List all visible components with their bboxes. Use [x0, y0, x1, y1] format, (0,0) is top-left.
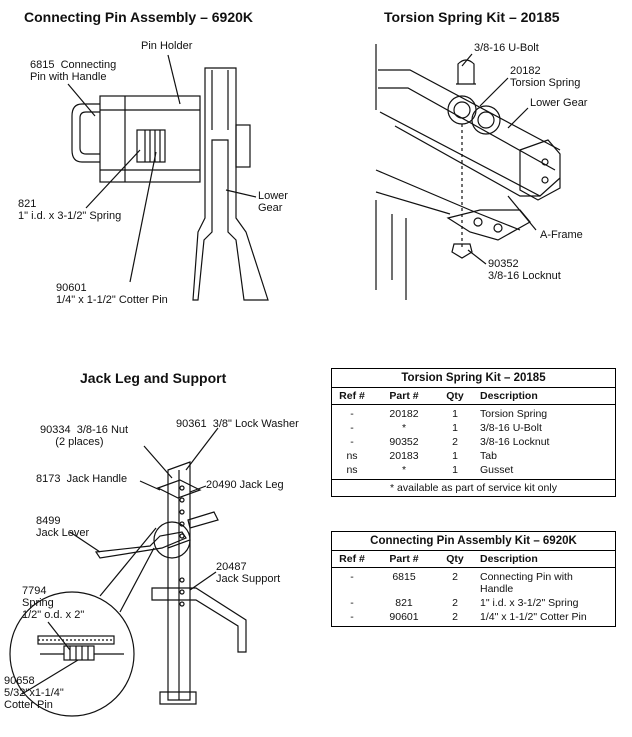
torsion-table-title: Torsion Spring Kit – 20185 — [332, 369, 615, 388]
connecting-table-title: Connecting Pin Assembly Kit – 6920K — [332, 532, 615, 551]
cell-description: Torsion Spring — [480, 408, 548, 420]
cotter-pin-90658-label: 90658 5/32"x1-1/4" Cotter Pin — [4, 675, 64, 711]
aframe-label: A-Frame — [540, 229, 583, 241]
cell-part: * — [401, 422, 407, 434]
cell-qty: 2 — [452, 597, 458, 609]
table-row: - 20182 1 Torsion Spring — [332, 407, 615, 421]
table-row: - 90352 2 3/8-16 Locknut — [332, 435, 615, 449]
header-description: Description — [480, 390, 538, 402]
lower-gear-torsion-label: Lower Gear — [530, 97, 588, 109]
cell-part: 90601 — [389, 611, 419, 623]
cell-part: 6815 — [392, 571, 416, 583]
table-header: Ref # Part # Qty Description — [332, 388, 615, 405]
connecting-pin-table: Connecting Pin Assembly Kit – 6920K Ref … — [331, 531, 616, 627]
table-footnote: * available as part of service kit only — [332, 479, 615, 496]
header-part: Part # — [389, 390, 419, 402]
jack-support-label: 20487 Jack Support — [216, 561, 281, 585]
cell-ref: - — [350, 408, 354, 420]
header-description: Description — [480, 553, 538, 565]
table-row: ns * 1 Gusset — [332, 463, 615, 477]
torsion-spring-label: 20182 Torsion Spring — [510, 65, 581, 89]
cell-description: Tab — [480, 450, 497, 462]
cell-part: 821 — [395, 597, 413, 609]
connecting-pin-drawing — [67, 54, 269, 301]
header-ref: Ref # — [339, 390, 365, 402]
table-header: Ref # Part # Qty Description — [332, 551, 615, 568]
header-ref: Ref # — [339, 553, 365, 565]
table-row: - 821 2 1" i.d. x 3-1/2" Spring — [332, 596, 615, 610]
cell-qty: 1 — [452, 450, 458, 462]
cell-ref: - — [350, 571, 354, 583]
jack-leg-title: Jack Leg and Support — [80, 370, 227, 386]
cell-ref: - — [350, 436, 354, 448]
cell-ref: - — [350, 611, 354, 623]
torsion-spring-title: Torsion Spring Kit – 20185 — [384, 9, 560, 25]
spring-7794-label: 7794 Spring 1/2" o.d. x 2" — [22, 585, 85, 621]
connecting-pin-title: Connecting Pin Assembly – 6920K — [24, 9, 253, 25]
cell-ref: ns — [346, 450, 358, 462]
torsion-spring-table: Torsion Spring Kit – 20185 Ref # Part # … — [331, 368, 616, 497]
ubolt-label: 3/8-16 U-Bolt — [474, 42, 539, 54]
header-qty: Qty — [446, 390, 464, 402]
cell-description: 3/8-16 U-Bolt — [480, 422, 542, 434]
table-row: - * 1 3/8-16 U-Bolt — [332, 421, 615, 435]
cotter-pin-90601-label: 90601 1/4" x 1-1/2" Cotter Pin — [56, 282, 168, 306]
cell-qty: 2 — [452, 611, 458, 623]
lower-gear-label: Lower Gear — [258, 190, 288, 214]
cell-qty: 1 — [452, 464, 458, 476]
cell-description: 3/8-16 Locknut — [480, 436, 550, 448]
cell-qty: 2 — [452, 436, 458, 448]
cell-ref: - — [350, 597, 354, 609]
cell-part: 20182 — [389, 408, 419, 420]
cell-description: 1" i.d. x 3-1/2" Spring — [480, 597, 579, 609]
table-row: ns 20183 1 Tab — [332, 449, 615, 463]
cell-part: * — [401, 464, 407, 476]
cell-qty: 1 — [452, 408, 458, 420]
table-row: - 90601 2 1/4" x 1-1/2" Cotter Pin — [332, 610, 615, 624]
cell-qty: 2 — [452, 571, 458, 583]
pin-holder-label: Pin Holder — [141, 40, 193, 52]
cell-description: Gusset — [480, 464, 514, 476]
torsion-spring-drawing — [375, 44, 561, 300]
cell-description: 1/4" x 1-1/2" Cotter Pin — [480, 611, 587, 623]
cell-ref: ns — [346, 464, 358, 476]
connecting-pin-label: 6815 Connecting Pin with Handle — [30, 59, 117, 83]
jack-leg-label: 20490 Jack Leg — [206, 479, 284, 491]
locknut-label: 90352 3/8-16 Locknut — [488, 258, 561, 282]
jack-lever-label: 8499 Jack Lever — [36, 515, 90, 539]
table-row: - 6815 2 Connecting Pin with Handle — [332, 570, 615, 596]
cell-part: 90352 — [389, 436, 419, 448]
jack-handle-label: 8173 Jack Handle — [36, 473, 128, 485]
lock-washer-label: 90361 3/8" Lock Washer — [176, 418, 299, 430]
cell-part: 20183 — [389, 450, 419, 462]
header-part: Part # — [389, 553, 419, 565]
jack-leg-drawing — [9, 427, 247, 717]
cell-qty: 1 — [452, 422, 458, 434]
cell-description: Connecting Pin with Handle — [480, 571, 573, 595]
nut-90334-label: 90334 3/8-16 Nut (2 places) — [40, 424, 129, 448]
header-qty: Qty — [446, 553, 464, 565]
spring-821-label: 821 1" i.d. x 3-1/2" Spring — [18, 198, 122, 222]
cell-ref: - — [350, 422, 354, 434]
